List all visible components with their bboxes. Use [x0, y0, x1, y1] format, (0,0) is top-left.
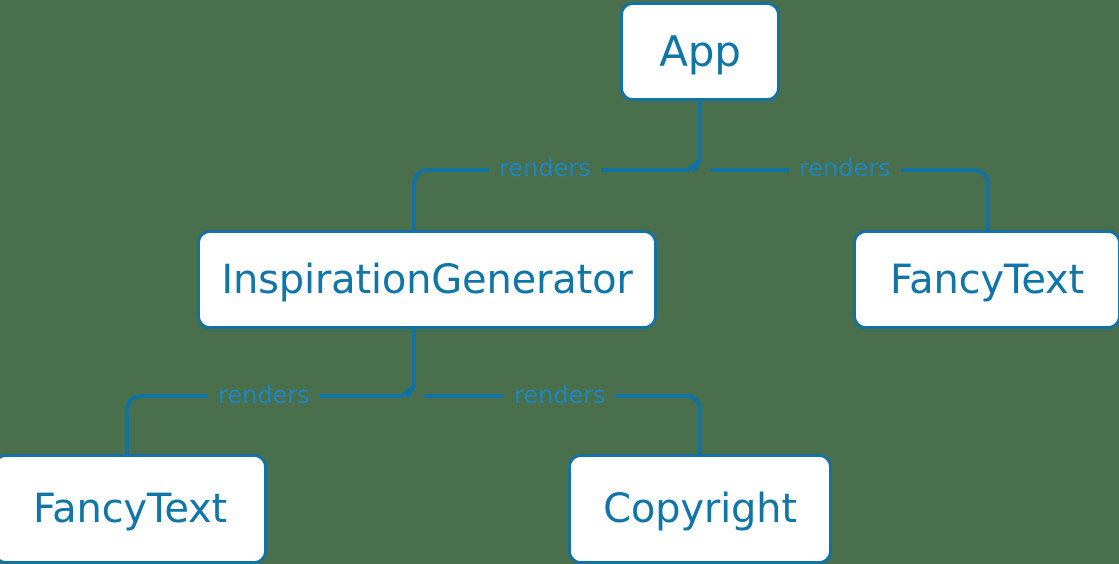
node-inspiration-generator-label: InspirationGenerator: [221, 256, 633, 303]
node-fancytext-right[interactable]: FancyText: [853, 230, 1119, 329]
edge-inspiration-to-copyright: [424, 394, 702, 456]
node-fancytext-left-label: FancyText: [33, 486, 227, 532]
edge-label-app-fancytext-right: renders: [789, 156, 901, 180]
node-copyright-label: Copyright: [603, 486, 797, 532]
node-app[interactable]: App: [620, 2, 780, 101]
edge-label-app-inspiration: renders: [489, 156, 601, 180]
node-app-label: App: [659, 26, 741, 76]
edge-app-to-fancytext-right: [710, 168, 990, 232]
edge-label-inspiration-fancytext-left: renders: [208, 383, 320, 407]
edge-inspiration-to-fancytext-left: [125, 384, 416, 456]
node-fancytext-left[interactable]: FancyText: [0, 454, 267, 564]
node-copyright[interactable]: Copyright: [568, 454, 832, 564]
edge-app-to-inspiration: [412, 158, 702, 232]
node-inspiration-generator[interactable]: InspirationGenerator: [197, 230, 657, 329]
edge-label-inspiration-copyright: renders: [504, 383, 616, 407]
node-fancytext-right-label: FancyText: [890, 256, 1084, 303]
